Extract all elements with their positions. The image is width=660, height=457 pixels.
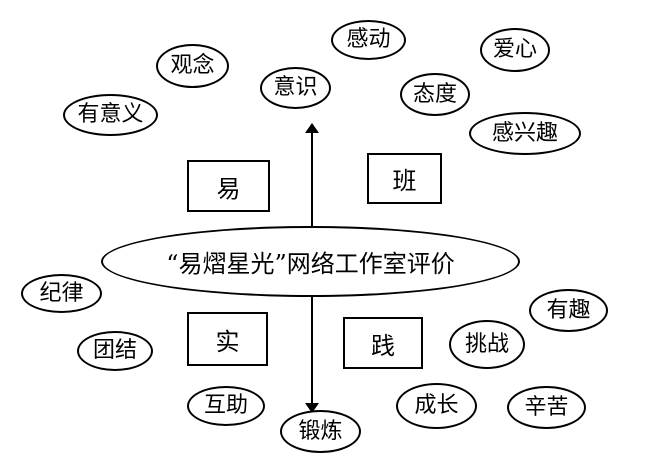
keyword-label: 成长 (414, 393, 459, 418)
keyword-oval: 互助 (187, 386, 265, 426)
keyword-label: 态度 (412, 81, 457, 107)
keyword-label: 辛苦 (524, 394, 569, 420)
keyword-label: 互助 (203, 393, 248, 418)
keyword-oval: 感动 (331, 20, 406, 60)
keyword-label: 挑战 (464, 331, 509, 357)
box-bottom-left: 实 (187, 312, 268, 366)
box-top-right-label: 班 (392, 167, 417, 195)
keyword-oval: 辛苦 (507, 386, 586, 429)
keyword-label: 团结 (92, 338, 137, 363)
keyword-label: 意识 (273, 75, 318, 100)
center-ellipse: “易熠星光”网络工作室评价 (101, 226, 520, 297)
box-top-right: 班 (367, 153, 442, 204)
keyword-oval: 纪律 (21, 274, 102, 313)
keyword-oval: 意识 (260, 67, 331, 109)
keyword-label: 纪律 (39, 280, 84, 306)
box-top-left-label: 易 (216, 174, 241, 203)
keyword-oval: 爱心 (480, 28, 550, 72)
box-top-left: 易 (187, 160, 270, 212)
keyword-label: 感动 (346, 27, 391, 52)
keyword-oval: 观念 (156, 44, 229, 88)
keyword-label: 锻炼 (298, 418, 343, 444)
keyword-oval: 挑战 (449, 320, 525, 369)
keyword-label: 有趣 (546, 297, 591, 323)
keyword-oval: 成长 (396, 383, 477, 429)
keyword-label: 有意义 (77, 102, 144, 127)
keyword-label: 感兴趣 (491, 120, 558, 146)
keyword-oval: 感兴趣 (469, 112, 581, 155)
keyword-oval: 有趣 (529, 289, 608, 332)
keyword-label: 观念 (170, 53, 215, 78)
keyword-label: 爱心 (492, 37, 537, 62)
box-bottom-left-label: 实 (215, 327, 240, 356)
box-bottom-right-label: 践 (371, 331, 395, 360)
keyword-oval: 锻炼 (280, 410, 361, 453)
box-bottom-right: 践 (343, 317, 423, 369)
keyword-oval: 团结 (77, 331, 153, 371)
keyword-oval: 态度 (400, 73, 470, 116)
keyword-oval: 有意义 (63, 94, 158, 136)
center-label: “易熠星光”网络工作室评价 (166, 250, 455, 278)
